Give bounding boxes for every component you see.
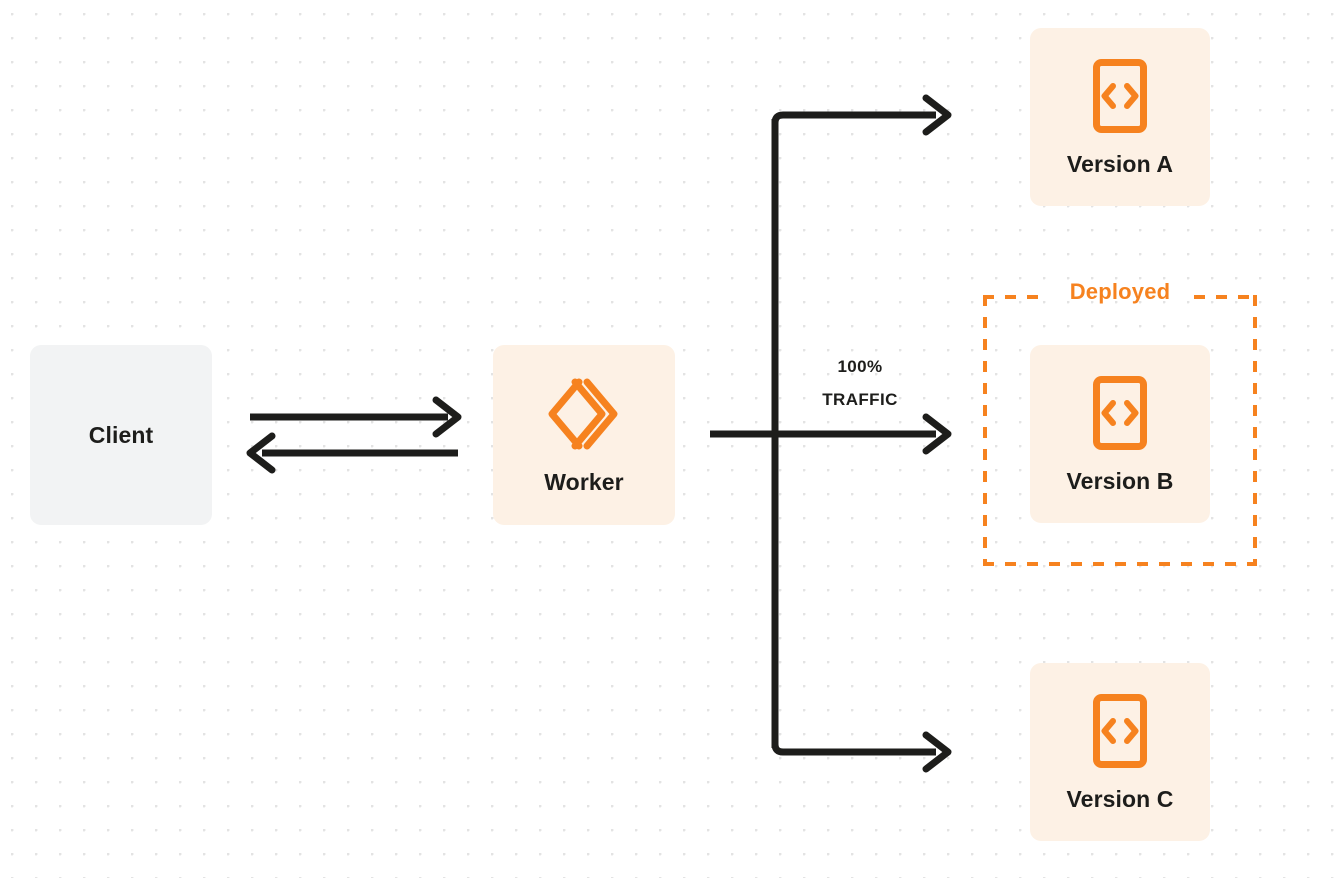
node-version-b-label: Version B [1066,468,1174,494]
traffic-unit-label: TRAFFIC [822,390,898,410]
edge-worker-trunk [710,119,936,748]
node-version-c[interactable]: Version C [1030,663,1210,841]
traffic-percentage-label: 100% TRAFFIC [790,350,930,416]
edge-client-to-worker [250,396,462,438]
node-version-b[interactable]: Version B [1030,345,1210,523]
code-file-icon [1092,58,1148,134]
traffic-percent-value: 100% [837,357,883,376]
code-file-icon [1092,693,1148,769]
node-worker[interactable]: Worker [493,345,675,525]
edge-worker-to-client [246,432,458,474]
edge-worker-to-version-c [771,731,952,773]
code-file-icon [1092,375,1148,451]
cloudflare-workers-logo-icon [545,377,623,451]
node-version-a[interactable]: Version A [1030,28,1210,206]
node-client-label: Client [88,421,154,448]
node-worker-label: Worker [544,468,624,495]
node-version-a-label: Version A [1066,151,1174,177]
edge-worker-to-version-b [922,413,952,455]
edge-worker-to-version-a [771,94,952,136]
node-client[interactable]: Client [30,345,212,525]
node-version-c-label: Version C [1066,786,1174,812]
